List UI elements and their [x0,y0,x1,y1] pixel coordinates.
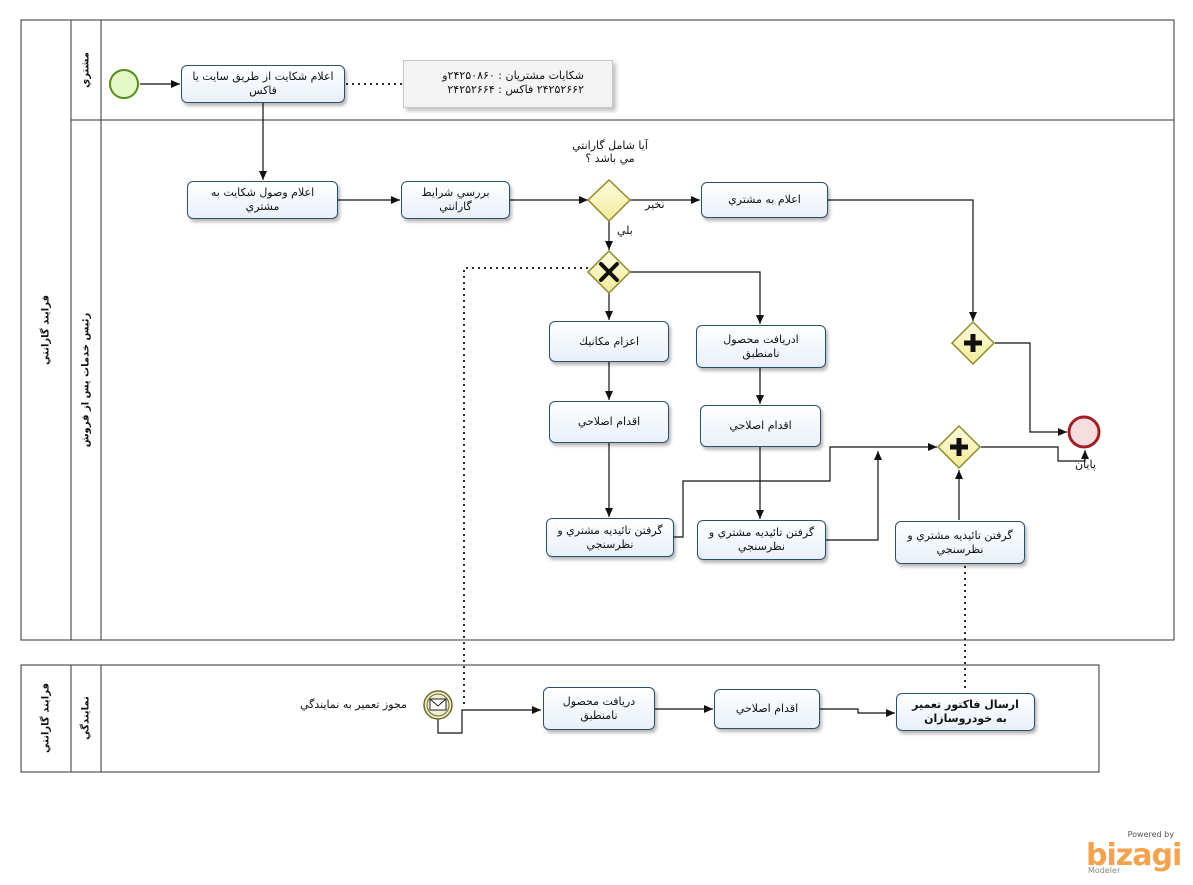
flow-confirm1-to-parallel [674,443,937,538]
end-label: پايان [1075,458,1096,471]
pool-warranty-main [20,19,1175,641]
task-corrective-2[interactable]: اقدام اصلاحي [700,405,821,447]
envelope-icon [429,698,447,711]
flow-label-no: نخير [645,198,665,211]
pool-warranty-agency [20,664,1100,773]
task-confirm-survey-2[interactable]: گرفتن تائيديه مشتري و نظرسنجي [697,520,826,560]
bizagi-logo: Powered by bizagi Modeler [1086,830,1182,875]
task-corrective-1[interactable]: اقدام اصلاحي [549,401,669,443]
gateway-question: آيا شامل گارانتي مي باشد ؟ [572,139,648,165]
task-agency-receive[interactable]: دريافت محصول نامنطبق [543,687,655,730]
parallel-gateway-join [950,320,996,366]
plus-icon [950,438,968,456]
lane-label-agency: نمايندگي [80,696,92,740]
flow-x-to-receive [630,271,764,324]
flow-notify-to-join [828,199,977,321]
lane-label-customer: مشتري [80,52,92,88]
annotation-line-fax: ۲۴۲۵۲۶۶۲ فاكس : ۲۴۲۵۲۶۶۴ [447,83,584,96]
contact-annotation: شكايات مشتريان : ۲۴۲۵۰۸۶۰و ۲۴۲۵۲۶۶۲ فاكس… [403,60,613,108]
task-announce-receipt[interactable]: اعلام وصول شكايت به مشتري [187,181,338,219]
x-icon [599,262,619,282]
end-event [1067,415,1101,449]
association-gateway-message [463,267,588,705]
task-confirm-survey-1[interactable]: گرفتن تائيديه مشتري و نظرسنجي [546,518,674,557]
annotation-line-complaints: شكايات مشتريان : ۲۴۲۵۰۸۶۰و [442,69,584,82]
task-dispatch-mechanic[interactable]: اعزام مكانيك [549,321,669,362]
message-event-label: مجوز تعمير به نمايندگي [300,698,407,711]
task-announce-complaint[interactable]: اعلام شكايت از طريق سايت يا فاكس [181,65,345,103]
decision-gateway [586,178,632,223]
flow-join-to-end [995,342,1067,436]
task-receive-nonconforming[interactable]: ادريافت محصول نامنطبق [696,325,826,368]
task-notify-customer[interactable]: اعلام به مشتري [701,182,828,218]
parallel-gateway-split [936,424,982,470]
associations [346,83,966,705]
plus-icon [964,334,982,352]
flow-parallel-to-end [981,446,1089,462]
task-agency-corrective[interactable]: اقدام اصلاحي [714,689,820,729]
pool-label-main: فرايند گارانتي [40,295,52,365]
task-confirm-survey-3[interactable]: گرفتن تائيديه مشتري و نظرسنجي [895,521,1025,564]
flow-label-yes: بلي [617,224,633,237]
lane-label-aftersales: رئيس خدمات پس از فروش [80,312,92,448]
task-send-invoice[interactable]: ارسال فاكتور تعمير به خودروسازان [896,693,1035,731]
start-event [109,69,139,99]
pool-label-agency: فرايند گارانتي [40,683,52,753]
exclusive-gateway [586,249,632,295]
flow-message-to-receive [437,706,541,734]
flow-agency-corrective-to-invoice [820,708,895,717]
flow-confirm2-to-join [826,451,882,541]
sequence-flows [140,80,1089,734]
task-check-warranty[interactable]: بررسي شرايط گارانتي [401,181,510,219]
message-event [423,690,453,720]
